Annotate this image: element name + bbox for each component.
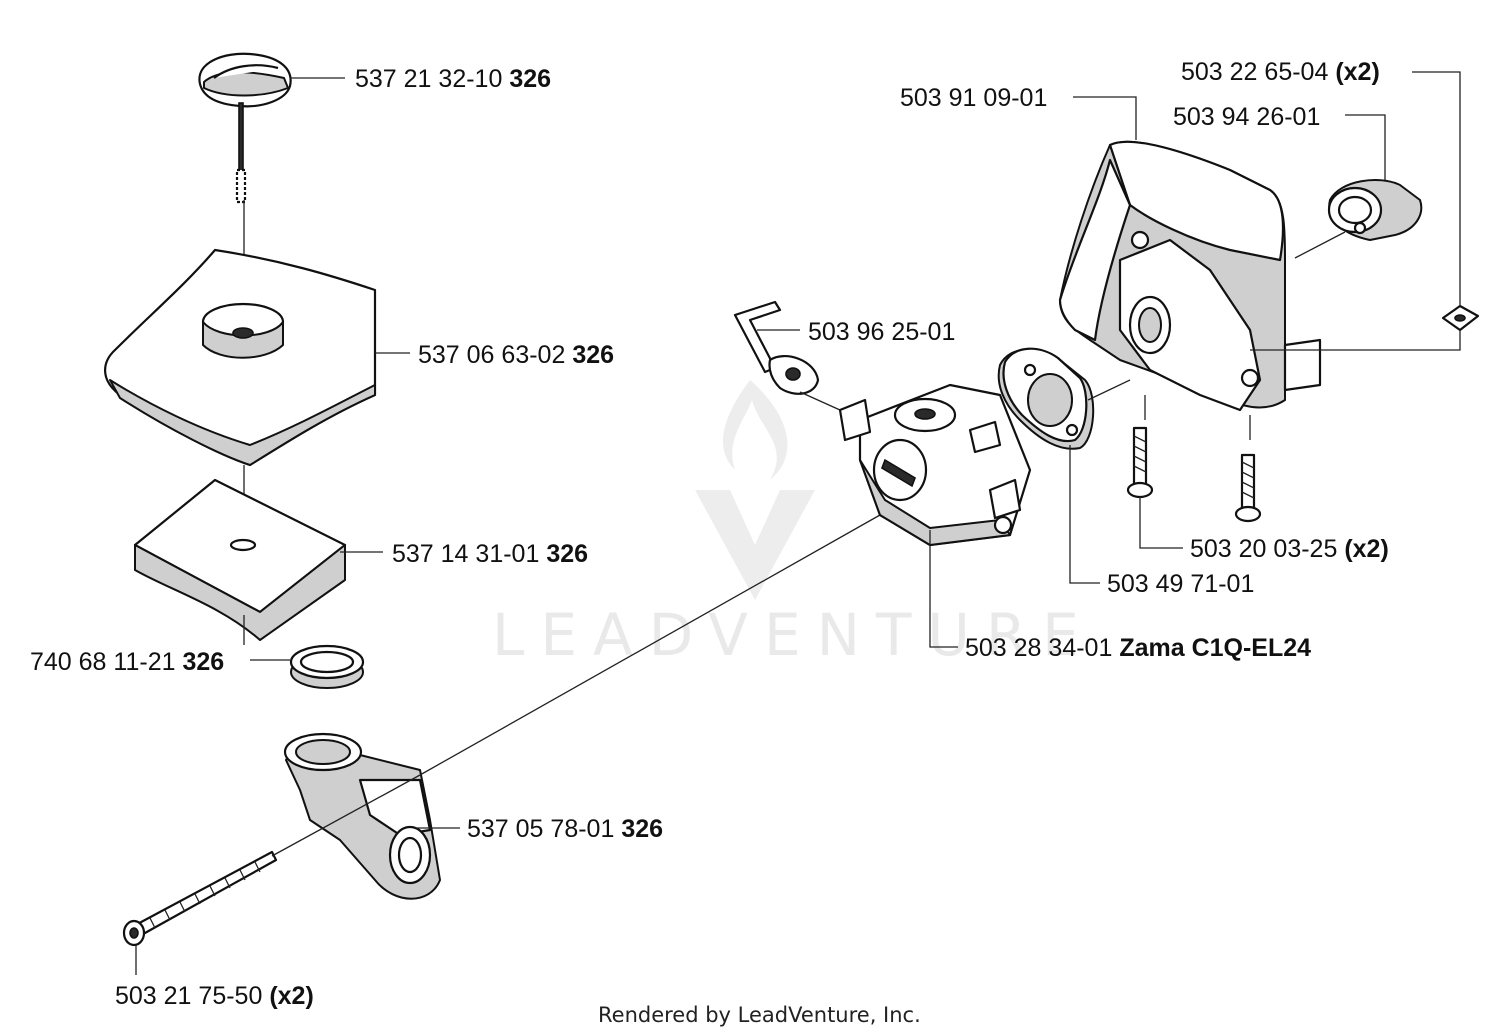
label-intake-housing: 503 91 09-01: [900, 84, 1047, 112]
screw-part-2: [1234, 453, 1262, 523]
leader-gasket: [1069, 445, 1100, 584]
air-filter-part: [133, 478, 347, 641]
leader-housing: [1073, 96, 1137, 140]
leader-carb: [929, 530, 958, 648]
label-carburetor: 503 28 34-01 Zama C1Q-EL24: [965, 634, 1311, 662]
label-throttle-link: 503 96 25-01: [808, 318, 955, 346]
label-air-filter: 537 14 31-01 326: [392, 540, 588, 568]
leader-grommet: [1345, 114, 1386, 180]
watermark-logo: [695, 380, 815, 600]
intake-housing-part: [1058, 140, 1322, 440]
carburetor-part: [838, 383, 1032, 547]
label-air-filter-cover: 537 06 63-02 326: [418, 341, 614, 369]
label-grommet: 503 94 26-01: [1173, 103, 1320, 131]
label-filter-holder: 537 05 78-01 326: [467, 815, 663, 843]
square-nut-part: [1441, 304, 1480, 332]
seal-ring-part: [289, 644, 365, 689]
label-long-screw: 503 21 75-50 (x2): [115, 982, 314, 1010]
gasket-part: [997, 347, 1095, 450]
filter-holder-part: [283, 732, 441, 900]
grommet-part: [1327, 179, 1423, 241]
label-seal-ring: 740 68 11-21 326: [30, 648, 224, 676]
leader-nut-bottom: [1250, 330, 1461, 351]
label-fuel-cap: 537 21 32-10 326: [355, 65, 551, 93]
watermark-text: LEADVENTURE: [492, 601, 1095, 669]
throttle-link-part: [733, 300, 841, 411]
leader-screw: [1139, 497, 1183, 549]
air-filter-cover-part: [104, 248, 377, 467]
label-screw: 503 20 03-25 (x2): [1190, 535, 1389, 563]
long-screw-part: [122, 850, 278, 947]
label-square-nut: 503 22 65-04 (x2): [1181, 58, 1380, 86]
fuel-cap-part: [198, 52, 292, 204]
label-gasket: 503 49 71-01: [1107, 570, 1254, 598]
leader-nut: [1412, 71, 1461, 306]
footer-credit: Rendered by LeadVenture, Inc.: [598, 1003, 921, 1027]
screw-part-1: [1126, 426, 1154, 499]
